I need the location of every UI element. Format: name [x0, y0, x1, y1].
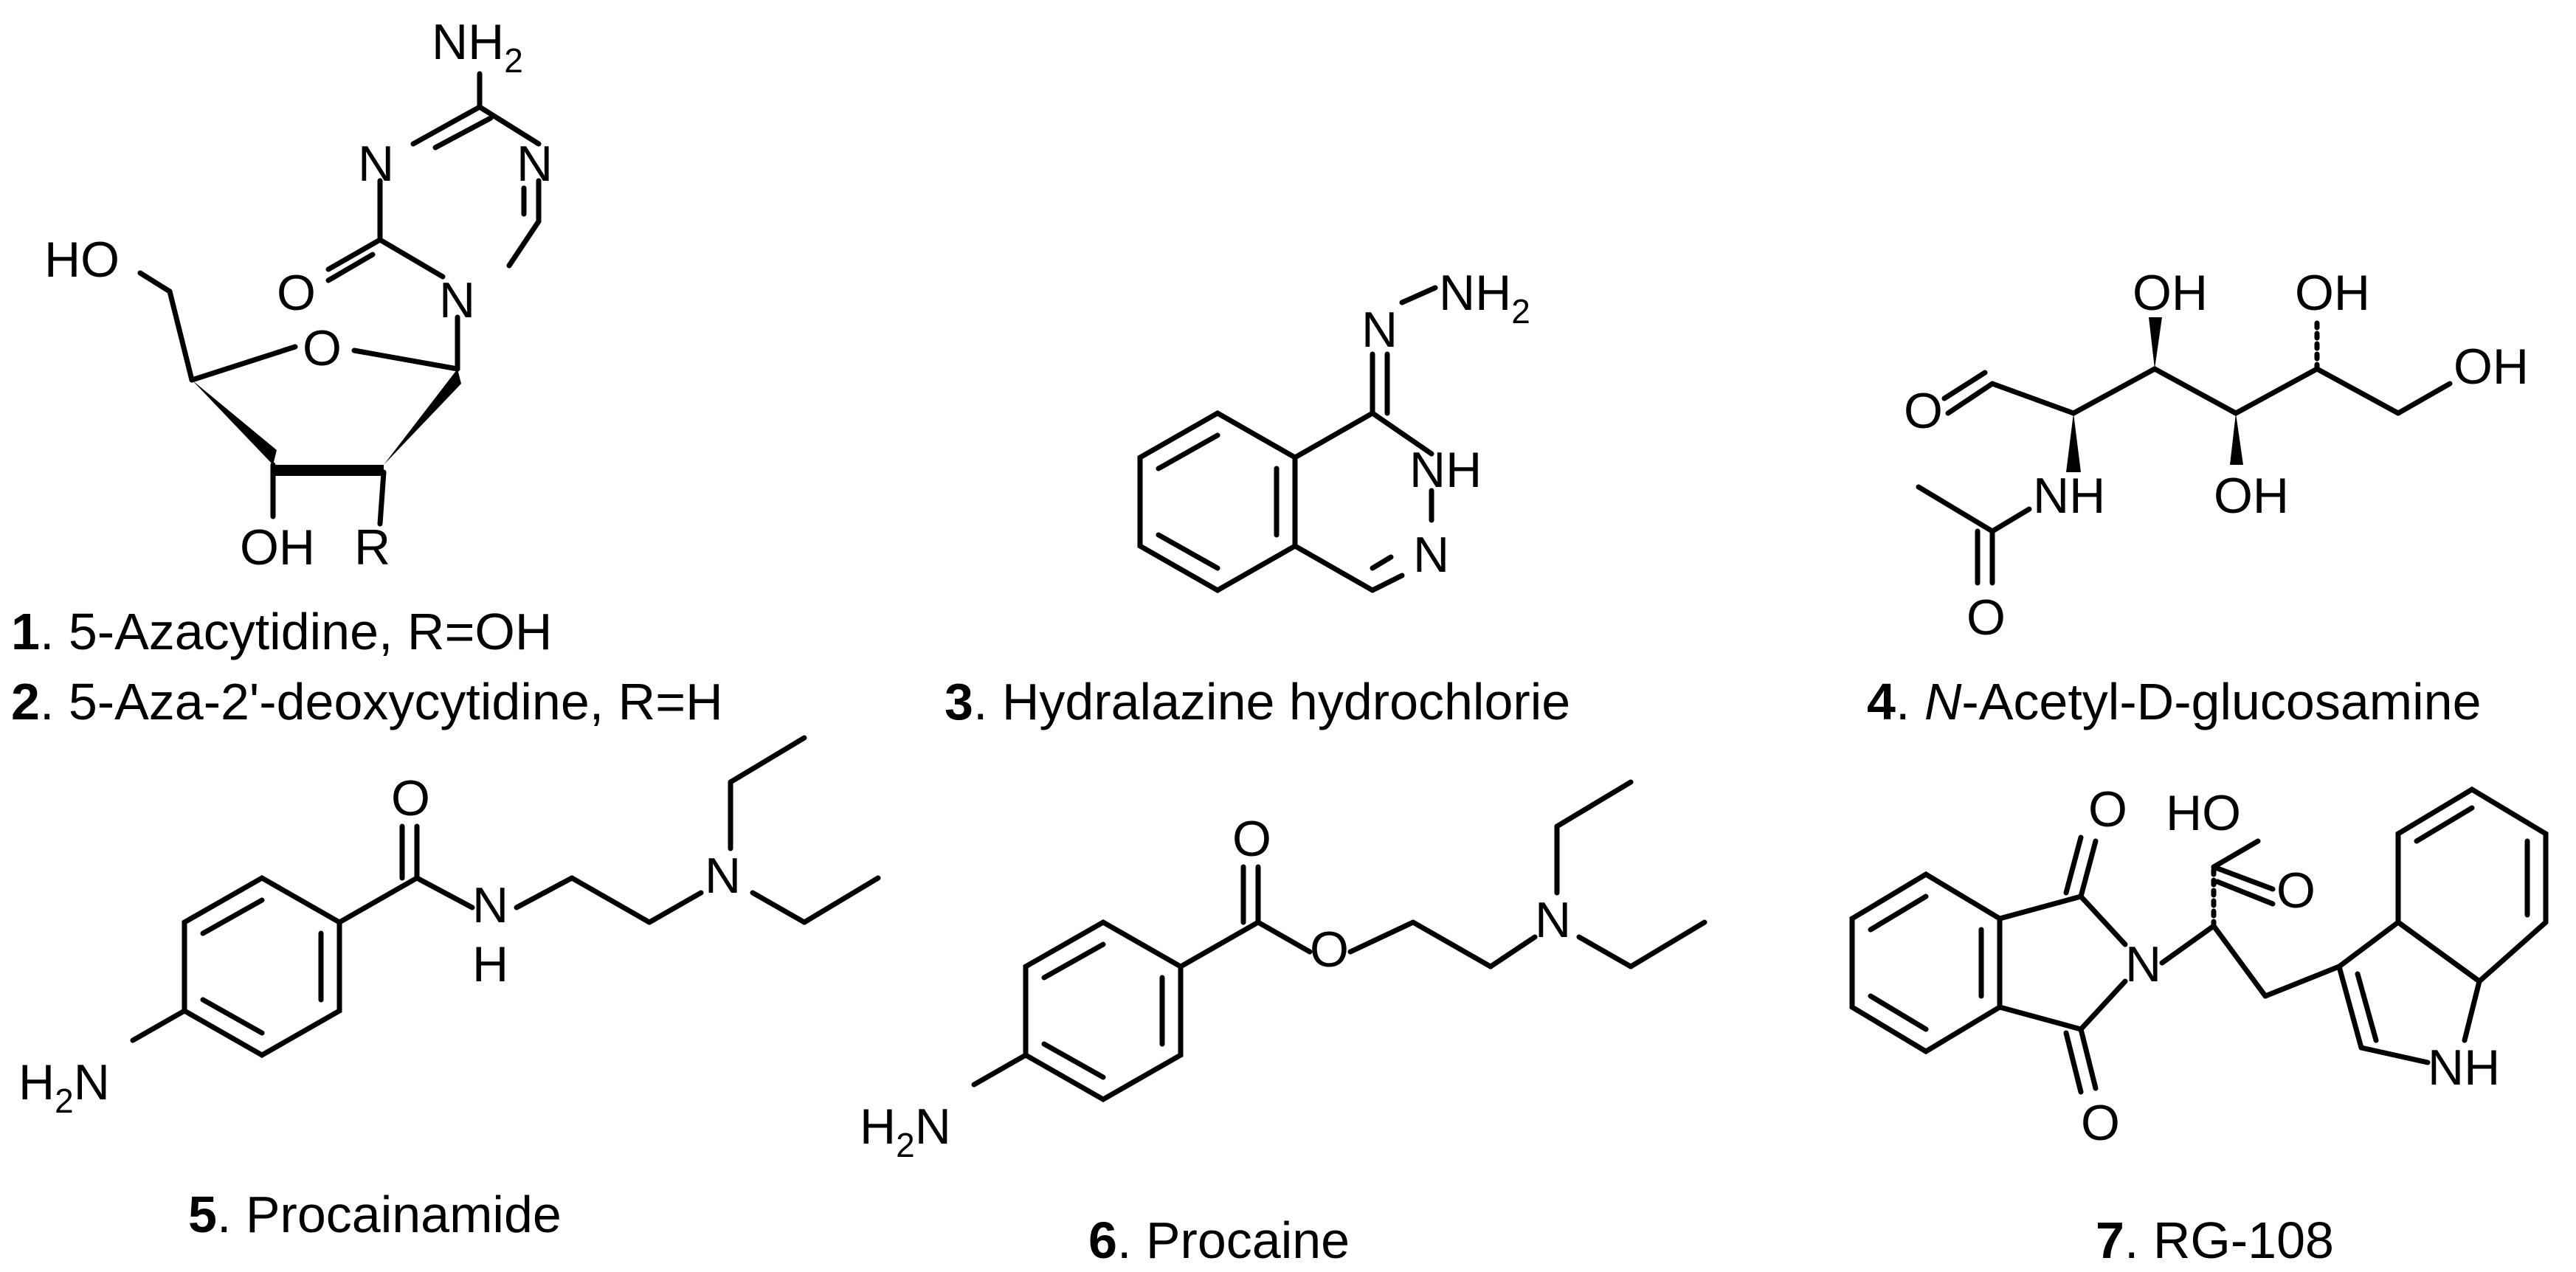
structure-hydralazine: NH2 N NH N	[1137, 265, 1530, 594]
atom-nh2: NH2	[432, 14, 523, 80]
atom-ho: HO	[44, 232, 120, 288]
structure-procaine: O O N H2N	[860, 779, 1707, 1164]
caption-compound-5: 5. Procainamide	[188, 1186, 562, 1243]
atom-nh: NH	[2033, 468, 2105, 524]
atom-amine-n: N	[705, 848, 741, 904]
atom-ester-o: O	[1310, 922, 1349, 978]
atom-h2n: H2N	[18, 1054, 110, 1120]
atom-amine-n: N	[1535, 892, 1571, 948]
atom-acid-ho: HO	[2166, 785, 2241, 841]
atom-oh-2: OH	[2295, 265, 2370, 321]
atom-n1: N	[439, 272, 475, 328]
caption-compound-6: 6. Procaine	[1088, 1211, 1350, 1269]
structure-glcnac: O OH OH OH OH NH O	[1904, 265, 2529, 646]
atom-amide-h: H	[472, 936, 508, 992]
caption-compound-2: 2. 5-Aza-2'-deoxycytidine, R=H	[11, 673, 723, 730]
atom-carbonyl-o: O	[277, 265, 316, 321]
atom-amide-o: O	[1966, 590, 2006, 646]
atom-oh-4: OH	[2214, 468, 2289, 524]
atom-ring-o: O	[303, 320, 342, 376]
atom-aldehyde-o: O	[1904, 383, 1943, 439]
structure-procainamide: O N H N H2N	[18, 735, 881, 1120]
caption-compound-3: 3. Hydralazine hydrochlorie	[945, 673, 1570, 730]
structure-azacytidine: NH2 N N O N HO O OH R	[44, 14, 553, 575]
structure-rg108: O HO O N O NH	[1849, 781, 2549, 1151]
atom-oh: OH	[240, 519, 315, 575]
atom-amide-n: N	[472, 877, 508, 933]
atom-nh: NH	[1409, 442, 1482, 498]
atom-amide-o: O	[391, 770, 430, 826]
atom-imide-o-bottom: O	[2081, 1095, 2120, 1151]
atom-imide-n: N	[2125, 936, 2161, 992]
caption-compound-4: 4. N-Acetyl-D-glucosamine	[1867, 673, 2482, 730]
atom-n-imine: N	[1361, 302, 1398, 358]
atom-r: R	[354, 519, 390, 575]
atom-oh-3: OH	[2454, 339, 2529, 395]
atom-n-right: N	[517, 136, 553, 192]
atom-n-left: N	[358, 136, 394, 192]
atom-h2n: H2N	[860, 1099, 951, 1164]
atom-imide-o-top: O	[2088, 781, 2127, 837]
atom-n: N	[1413, 527, 1449, 583]
atom-acid-o: O	[2276, 863, 2316, 919]
atom-nh2: NH2	[1439, 265, 1530, 331]
atom-oh-1: OH	[2133, 265, 2208, 321]
atom-indole-nh: NH	[2428, 1040, 2500, 1096]
atom-carbonyl-o: O	[1232, 811, 1271, 867]
caption-compound-7: 7. RG-108	[2096, 1211, 2334, 1269]
caption-compound-1: 1. 5-Azacytidine, R=OH	[11, 603, 552, 660]
